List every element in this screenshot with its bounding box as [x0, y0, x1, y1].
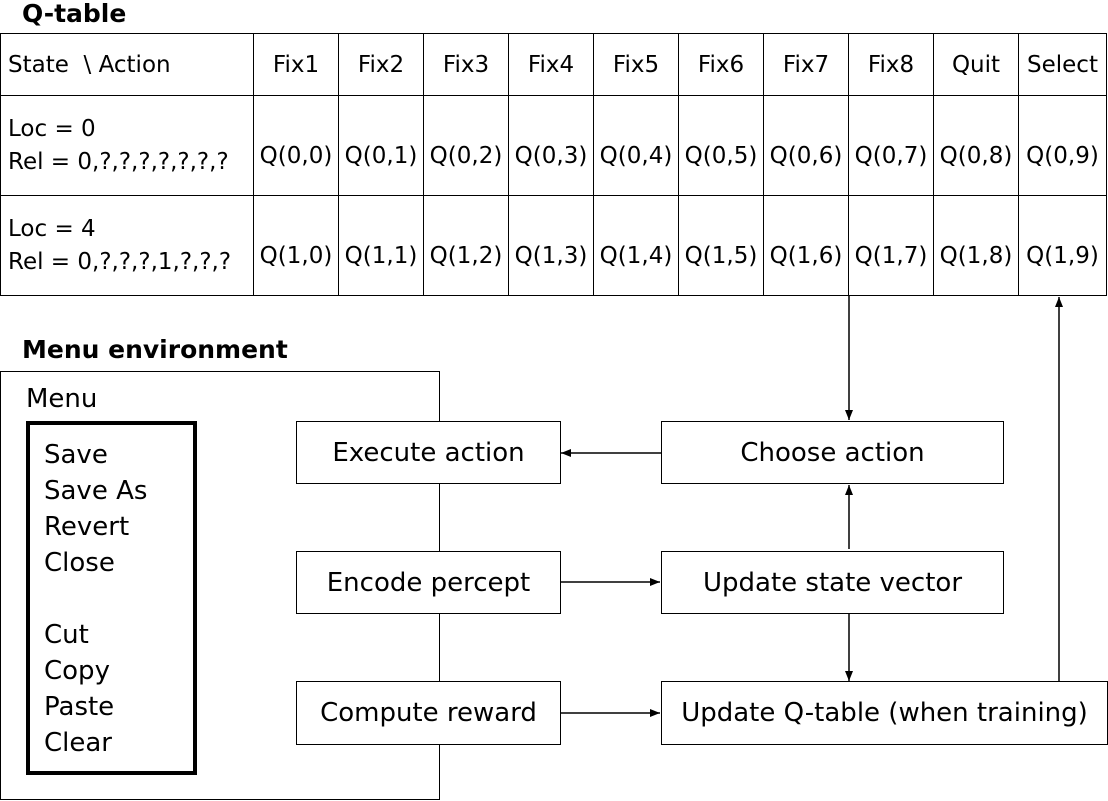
q-value-cell: Q(0,5)	[678, 95, 764, 196]
menu-item-clear[interactable]: Clear	[44, 728, 112, 758]
menu-item-cut[interactable]: Cut	[44, 620, 89, 650]
q-value-cell: Q(1,9)	[1018, 195, 1107, 296]
q-value-cell: Q(0,1)	[338, 95, 424, 196]
encode-percept-box: Encode percept	[296, 551, 561, 614]
qtable-row: Loc = 4 Rel = 0,?,?,?,1,?,?,? Q(1,0) Q(1…	[0, 195, 1107, 296]
q-value-cell: Q(1,3)	[508, 195, 594, 296]
state-cell: Loc = 4 Rel = 0,?,?,?,1,?,?,?	[0, 195, 254, 296]
q-value-cell: Q(0,7)	[848, 95, 934, 196]
menu-item-copy[interactable]: Copy	[44, 656, 110, 686]
state-action-header: State \ Action	[0, 33, 254, 96]
action-header-fix7: Fix7	[763, 33, 849, 96]
menu-title: Menu	[26, 384, 98, 414]
q-value-cell: Q(0,3)	[508, 95, 594, 196]
q-value-cell: Q(0,8)	[933, 95, 1019, 196]
q-value-cell: Q(1,1)	[338, 195, 424, 296]
environment-heading: Menu environment	[22, 335, 288, 364]
compute-reward-label: Compute reward	[320, 698, 537, 728]
q-value-cell: Q(0,0)	[253, 95, 339, 196]
update-state-vector-box: Update state vector	[661, 551, 1004, 614]
action-header-select: Select	[1018, 33, 1107, 96]
q-value-cell: Q(1,5)	[678, 195, 764, 296]
action-header-quit: Quit	[933, 33, 1019, 96]
q-value-cell: Q(1,0)	[253, 195, 339, 296]
state-rel: Rel = 0,?,?,?,?,?,?,?	[8, 148, 229, 175]
state-rel: Rel = 0,?,?,?,1,?,?,?	[8, 248, 232, 275]
execute-action-box: Execute action	[296, 421, 561, 484]
qtable-header-row: State \ Action Fix1 Fix2 Fix3 Fix4 Fix5 …	[0, 33, 1107, 96]
q-table: State \ Action Fix1 Fix2 Fix3 Fix4 Fix5 …	[0, 33, 1107, 296]
q-value-cell: Q(1,4)	[593, 195, 679, 296]
action-header-fix4: Fix4	[508, 33, 594, 96]
menu-item-revert[interactable]: Revert	[44, 512, 130, 542]
compute-reward-box: Compute reward	[296, 681, 561, 745]
choose-action-box: Choose action	[661, 421, 1004, 484]
state-loc: Loc = 4	[8, 215, 96, 242]
menu-list: Save Save As Revert Close Cut Copy Paste…	[26, 421, 197, 775]
q-value-cell: Q(1,7)	[848, 195, 934, 296]
q-value-cell: Q(0,4)	[593, 95, 679, 196]
action-header-fix6: Fix6	[678, 33, 764, 96]
q-value-cell: Q(1,2)	[423, 195, 509, 296]
state-cell: Loc = 0 Rel = 0,?,?,?,?,?,?,?	[0, 95, 254, 196]
action-header-fix8: Fix8	[848, 33, 934, 96]
q-value-cell: Q(0,9)	[1018, 95, 1107, 196]
q-value-cell: Q(1,6)	[763, 195, 849, 296]
menu-item-paste[interactable]: Paste	[44, 692, 115, 722]
menu-item-save[interactable]: Save	[44, 440, 108, 470]
menu-item-save-as[interactable]: Save As	[44, 476, 148, 506]
qtable-heading: Q-table	[22, 0, 127, 28]
q-value-cell: Q(1,8)	[933, 195, 1019, 296]
update-state-vector-label: Update state vector	[702, 567, 963, 598]
encode-percept-label: Encode percept	[326, 567, 531, 598]
action-header-fix1: Fix1	[253, 33, 339, 96]
state-loc: Loc = 0	[8, 115, 96, 142]
qtable-row: Loc = 0 Rel = 0,?,?,?,?,?,?,? Q(0,0) Q(0…	[0, 95, 1107, 196]
q-value-cell: Q(0,2)	[423, 95, 509, 196]
execute-action-label: Execute action	[332, 437, 525, 468]
update-qtable-box: Update Q-table (when training)	[661, 681, 1108, 745]
update-qtable-label: Update Q-table (when training)	[681, 698, 1088, 728]
menu-item-close[interactable]: Close	[44, 548, 115, 578]
action-header-fix5: Fix5	[593, 33, 679, 96]
choose-action-label: Choose action	[740, 437, 925, 468]
